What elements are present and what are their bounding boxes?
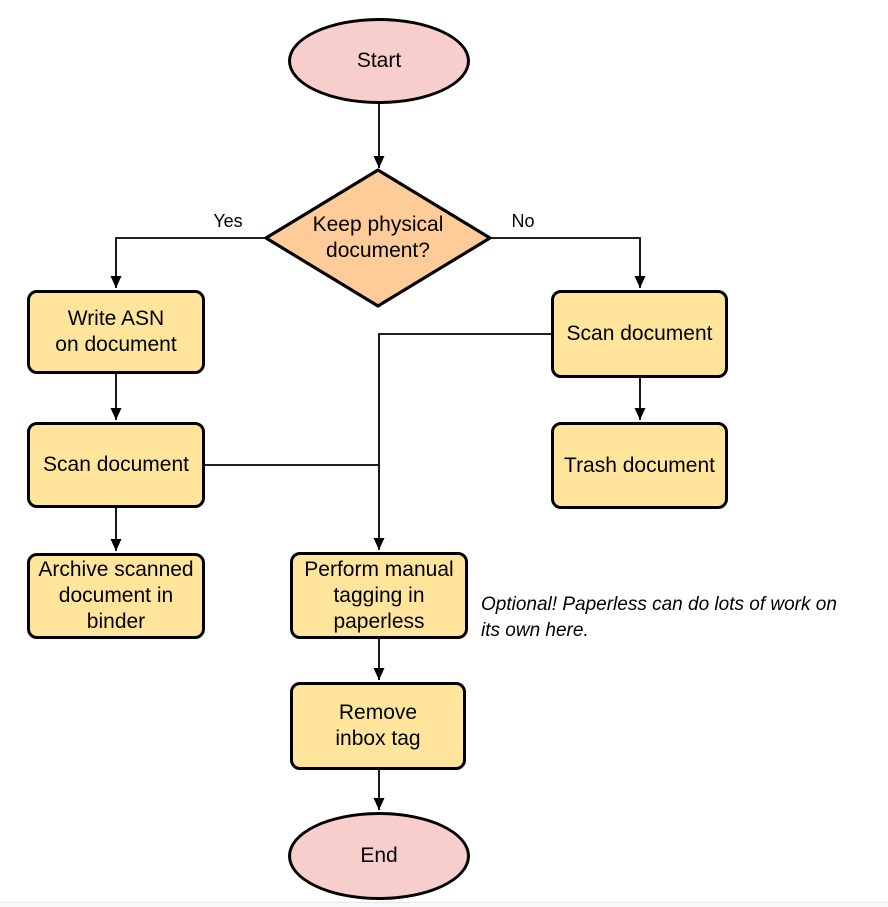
decision-node-shape bbox=[264, 168, 492, 308]
node-write-asn: Write ASN on document bbox=[27, 290, 205, 374]
node-remove-inbox-tag: Remove inbox tag bbox=[290, 682, 466, 770]
node-trash-document: Trash document bbox=[551, 422, 728, 509]
edge-decision-no-to-scan bbox=[490, 237, 646, 288]
node-scan-document-keep: Scan document bbox=[27, 422, 205, 508]
edge-scan-discard-to-tagging bbox=[373, 333, 551, 550]
page-bottom-edge bbox=[0, 902, 888, 907]
node-archive-in-binder: Archive scanned document in binder bbox=[27, 553, 205, 639]
node-manual-tagging: Perform manual tagging in paperless bbox=[290, 552, 468, 639]
edge-decision-yes-to-write-asn bbox=[110, 237, 266, 288]
edge-label-no: No bbox=[511, 211, 535, 231]
edge-label-yes: Yes bbox=[213, 211, 243, 231]
node-end: End bbox=[288, 812, 470, 900]
node-start: Start bbox=[288, 18, 470, 104]
node-scan-document-discard: Scan document bbox=[551, 290, 728, 378]
node-decision-label: Keep physical document? bbox=[312, 213, 444, 262]
optional-annotation: Optional! Paperless can do lots of work … bbox=[481, 594, 837, 641]
